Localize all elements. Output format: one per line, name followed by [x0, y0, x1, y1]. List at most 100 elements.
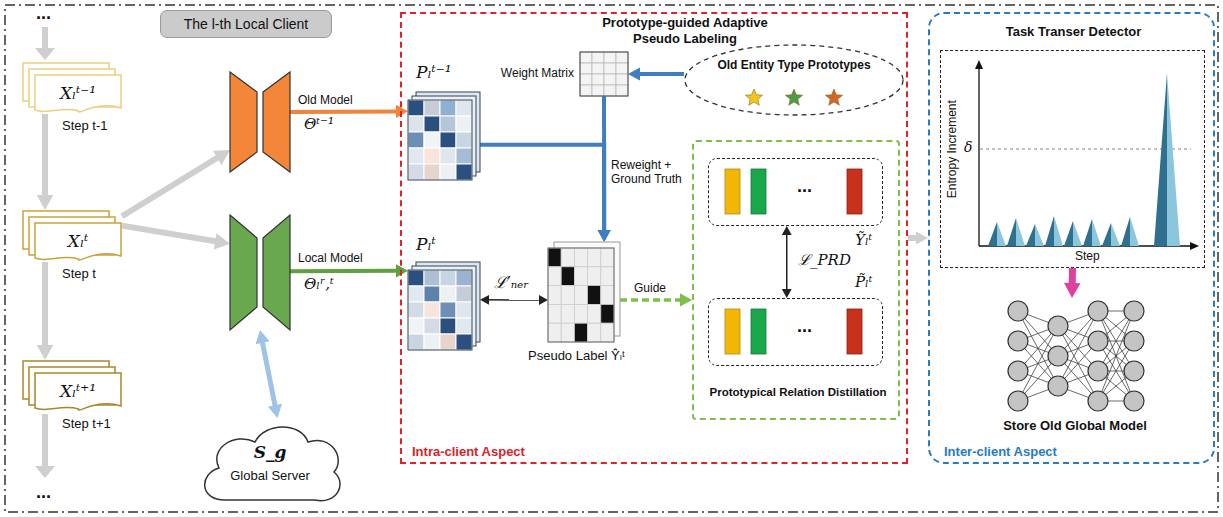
entropy-peak: [1083, 219, 1092, 246]
matrix-cell: [408, 100, 424, 116]
vector-bar: [847, 309, 862, 354]
label-cell: [548, 286, 561, 305]
matrix-cell: [424, 286, 440, 302]
prototype-ellipse: Old Entity Type Prototypes: [684, 44, 904, 116]
entropy-peak: [1026, 224, 1035, 246]
matrix-cell: [456, 318, 472, 334]
arrow-head: [782, 226, 792, 235]
distillation-region: Prototypical Relation Distillation ỸₗᵗP̃ₗ…: [692, 140, 900, 420]
connector: [37, 262, 54, 360]
matrix-sheet: [416, 92, 480, 172]
page-sheet: [35, 75, 121, 112]
network-neuron: [1008, 361, 1028, 381]
entropy-peak: [1073, 221, 1082, 246]
entropy-peak: [988, 222, 997, 246]
label-cell: [561, 323, 574, 342]
connector-line: [42, 262, 48, 350]
arrow-head: [214, 233, 230, 249]
node-text: Local Model: [298, 251, 363, 265]
arrow-head: [539, 295, 548, 305]
node-text: Prototypical Relation Distillation: [700, 386, 896, 400]
matrix-cell: [408, 132, 424, 148]
label-cell: [548, 323, 561, 342]
matrix-cell: [424, 302, 440, 318]
shape-art: [709, 159, 884, 227]
network-neuron: [1124, 301, 1144, 321]
matrix-cell: [440, 302, 456, 318]
node-text: Xₗᵗ: [34, 231, 122, 251]
matrix-cell: [424, 116, 440, 132]
network-neuron: [1124, 331, 1144, 351]
network-neuron: [1124, 361, 1144, 381]
node-text: Old Entity Type Prototypes: [684, 58, 904, 72]
arrow-head: [628, 67, 640, 80]
matrix-cell: [440, 318, 456, 334]
matrix-cell: [592, 52, 604, 63]
label-cell: [561, 267, 574, 286]
flow-arrow: [42, 27, 48, 50]
node-text: Task Transer Detector: [941, 24, 1206, 40]
label-cell: [574, 323, 587, 342]
connector: [1064, 268, 1080, 298]
page-sheet: [35, 373, 121, 410]
connector: [782, 226, 792, 298]
matrix-cell: [440, 100, 456, 116]
page-sheet: [35, 223, 121, 260]
arrow-head: [37, 345, 54, 360]
node-text: Xₗᵗ⁻¹: [34, 83, 122, 103]
intra-client-region: Intra-client AspectWeight MatrixOld Enti…: [400, 12, 908, 464]
matrix-border: [580, 52, 628, 96]
matrix-cell: [440, 286, 456, 302]
shape-art: [408, 262, 480, 350]
network-link: [1098, 311, 1134, 401]
section-title: Prototype-guided Adaptive Pseudo Labelin…: [585, 15, 785, 46]
connector-label: Guide: [634, 281, 666, 295]
node-text: Ỹₗᵗ: [855, 231, 872, 249]
connector-line: [620, 298, 684, 302]
node-text: Weight Matrix: [492, 66, 574, 80]
client-frame: [5, 5, 1218, 512]
network-neuron: [1048, 316, 1068, 336]
matrix-cell: [604, 63, 616, 74]
matrix-cell: [592, 85, 604, 96]
cloud-outline: [205, 427, 340, 501]
connector-label: ℒ_PRD: [798, 251, 851, 269]
node-text: Pₗᵗ⁻¹: [416, 62, 452, 82]
data-stack: Xₗᵗ⁻¹Step t-1: [22, 62, 122, 114]
label-cell: [601, 304, 614, 323]
ellipsis: ...: [36, 3, 51, 25]
encoder-shape: [230, 72, 257, 172]
prediction-vector-box: P̃ₗᵗ: [708, 298, 883, 366]
node-subtext: Step t-1: [62, 118, 108, 134]
data-stack: Xₗᵗ⁺¹Step t+1: [22, 360, 122, 412]
shape-art: [684, 44, 904, 116]
arrow-head: [480, 295, 489, 305]
label-cell: [588, 248, 601, 267]
node-text: Xₗᵗ⁺¹: [34, 381, 122, 401]
entropy-peak: [1045, 216, 1054, 246]
matrix-cell: [408, 286, 424, 302]
label-cell: [601, 267, 614, 286]
matrix-cell: [456, 132, 472, 148]
vector-bar: [725, 309, 740, 354]
matrix-cell: [424, 100, 440, 116]
node-subtext: Step t: [62, 266, 96, 282]
network-neuron: [1048, 346, 1068, 366]
detector-chart: Task Transer Detector: [940, 50, 1205, 268]
connector: [480, 145, 611, 242]
label-cell: [588, 286, 601, 305]
entropy-peak: [1121, 217, 1130, 246]
matrix-cell: [424, 334, 440, 350]
matrix-cell: [592, 74, 604, 85]
network-neuron: [1008, 301, 1028, 321]
entropy-peak: [1167, 73, 1180, 246]
matrix-cell: [456, 148, 472, 164]
label-cell: [588, 323, 601, 342]
local-model: Local ModelΘₗʳ,ᵗ: [230, 215, 290, 330]
matrix-cell: [616, 52, 628, 63]
node-text: The l-th Local Client: [161, 16, 331, 33]
matrix-cell: [616, 85, 628, 96]
shape-art: [709, 299, 884, 367]
threshold-symbol: δ: [964, 139, 972, 156]
shape-art: [408, 92, 480, 180]
